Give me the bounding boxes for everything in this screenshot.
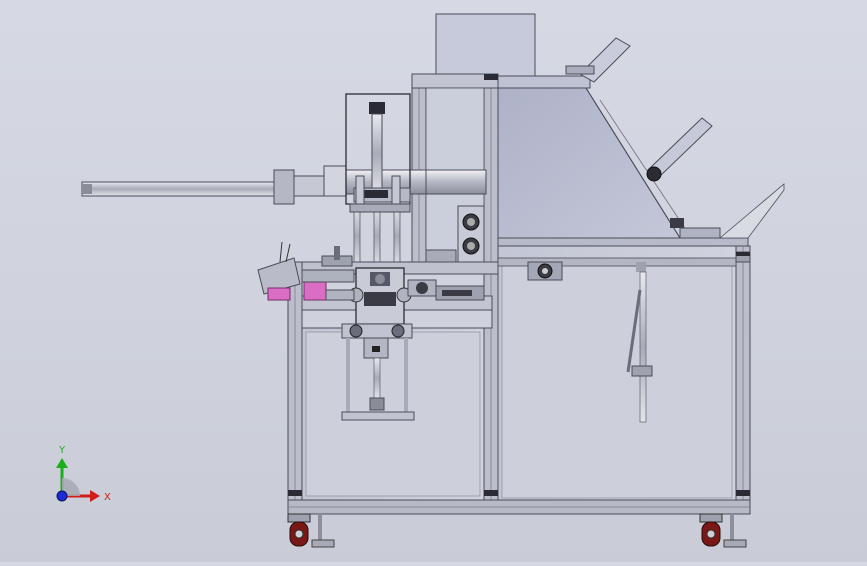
z-axis-dot-icon [56,490,68,502]
vertical-actuator [345,93,411,269]
foot-right [723,514,747,548]
x-axis-label: X [104,492,111,503]
caster-right [699,513,723,547]
coordinate-triad: Y X [56,445,111,503]
hopper-assembly [497,37,785,247]
left-feeder [257,205,485,301]
y-axis-label: Y [58,445,66,456]
corner-brackets [288,74,750,496]
frame-columns [287,73,751,513]
horizontal-arm [81,165,347,205]
foot-left [311,514,335,548]
caster-left [287,513,311,547]
top-box [435,13,536,77]
right-internals [497,251,751,423]
